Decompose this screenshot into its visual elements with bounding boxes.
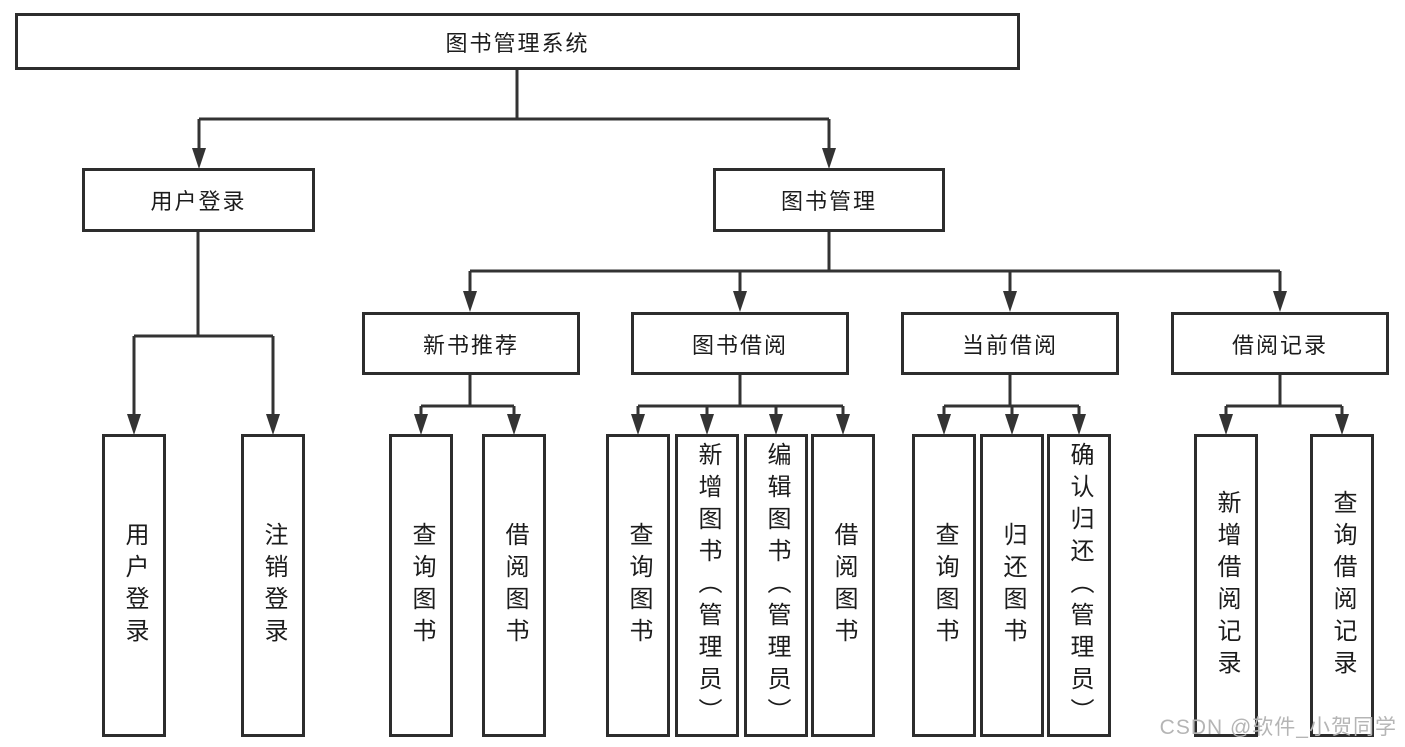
node-root-system: 图书管理系统 (15, 13, 1020, 70)
leaf-borrow-book-recommend-label: 借阅图书 (501, 521, 528, 650)
node-new-book-recommend-label: 新书推荐 (422, 332, 519, 358)
node-borrow-records: 借阅记录 (1171, 312, 1389, 375)
leaf-add-book-admin-label: 新增图书（管理员） (694, 441, 721, 730)
node-current-borrow-label: 当前借阅 (961, 332, 1058, 358)
leaf-confirm-return-admin: 确认归还（管理员） (1047, 434, 1111, 737)
node-new-book-recommend: 新书推荐 (362, 312, 580, 375)
node-borrow-records-label: 借阅记录 (1231, 332, 1328, 358)
leaf-return-book: 归还图书 (980, 434, 1044, 737)
leaf-query-book-recommend-label: 查询图书 (408, 521, 435, 650)
leaf-borrow-book-recommend: 借阅图书 (482, 434, 546, 737)
leaf-user-login-label: 用户登录 (121, 521, 148, 650)
leaf-query-book-current: 查询图书 (912, 434, 976, 737)
watermark: CSDN @软件_小贺同学 (1159, 716, 1397, 739)
leaf-query-book-borrow: 查询图书 (606, 434, 670, 737)
leaf-return-book-label: 归还图书 (999, 521, 1026, 650)
node-book-management-label: 图书管理 (780, 189, 877, 214)
leaf-query-book-borrow-label: 查询图书 (625, 521, 652, 650)
leaf-query-book-recommend: 查询图书 (389, 434, 453, 737)
node-book-borrow: 图书借阅 (631, 312, 849, 375)
leaf-add-book-admin: 新增图书（管理员） (675, 434, 739, 737)
leaf-borrow-book-label: 借阅图书 (830, 521, 857, 650)
leaf-query-borrow-record-label: 查询借阅记录 (1329, 489, 1356, 682)
leaf-confirm-return-admin-label: 确认归还（管理员） (1066, 441, 1093, 730)
leaf-logout-label: 注销登录 (260, 521, 287, 650)
node-current-borrow: 当前借阅 (901, 312, 1119, 375)
node-root-system-label: 图书管理系统 (445, 30, 590, 56)
node-book-management: 图书管理 (713, 168, 945, 232)
node-user-login: 用户登录 (82, 168, 315, 232)
node-user-login-label: 用户登录 (150, 189, 247, 214)
leaf-edit-book-admin-label: 编辑图书（管理员） (763, 441, 790, 730)
leaf-borrow-book: 借阅图书 (811, 434, 875, 737)
leaf-query-book-current-label: 查询图书 (931, 521, 958, 650)
leaf-query-borrow-record: 查询借阅记录 (1310, 434, 1374, 737)
node-book-borrow-label: 图书借阅 (691, 332, 788, 358)
leaf-user-login: 用户登录 (102, 434, 166, 737)
leaf-add-borrow-record-label: 新增借阅记录 (1213, 489, 1240, 682)
leaf-add-borrow-record: 新增借阅记录 (1194, 434, 1258, 737)
leaf-logout: 注销登录 (241, 434, 305, 737)
leaf-edit-book-admin: 编辑图书（管理员） (744, 434, 808, 737)
